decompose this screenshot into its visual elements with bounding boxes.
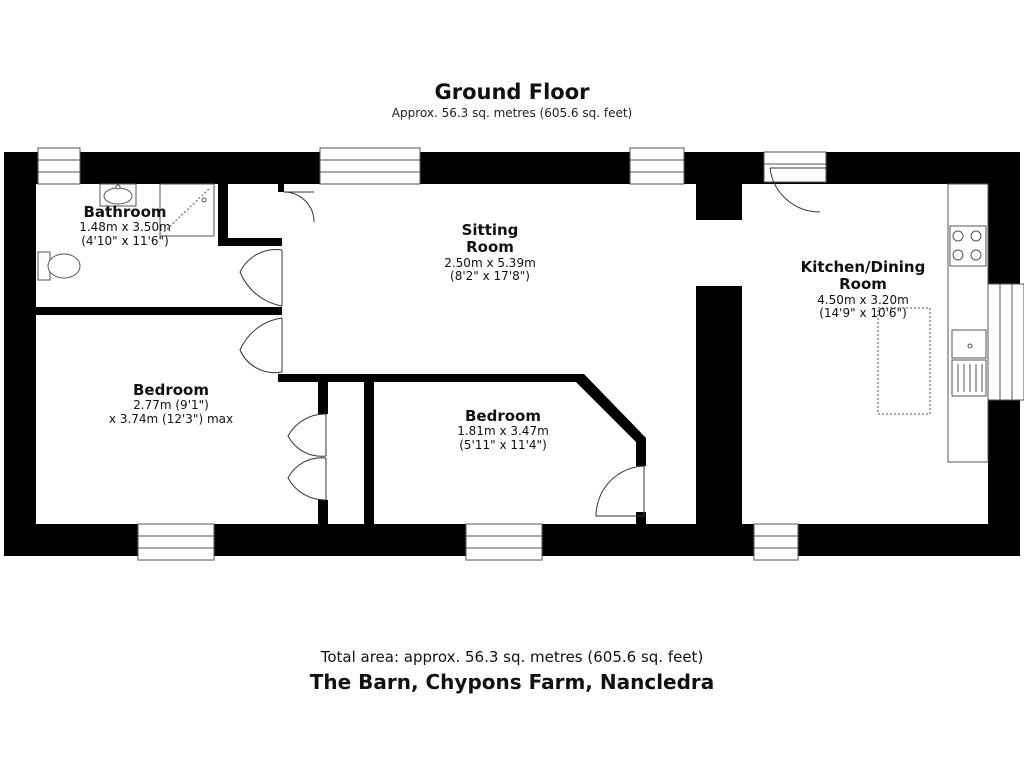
window-kitchen-bottom — [753, 523, 799, 561]
room-name-sitting-line1: Sitting — [461, 221, 519, 239]
room-label-bedroom-1: Bedroom 2.77m (9'1") x 3.74m (12'3") max — [76, 381, 266, 427]
floor-area: Approx. 56.3 sq. metres (605.6 sq. feet) — [391, 106, 633, 120]
wardrobe-wall-top — [318, 374, 328, 414]
window-bedroom2 — [465, 523, 543, 561]
wall-left — [4, 152, 36, 556]
bathroom-cupboard-wall-h — [218, 238, 282, 246]
floor-title: Ground Floor — [434, 80, 590, 104]
kitchen-sink-icon — [951, 329, 987, 397]
room-dim-bedroom-1-imperial: x 3.74m (12'3") max — [108, 412, 234, 427]
windows — [37, 147, 1024, 561]
bathroom-fixtures — [37, 183, 215, 281]
wall-kitchen-divider-lower — [696, 286, 742, 556]
toilet-icon — [37, 251, 81, 281]
room-dim-bathroom-metric: 1.48m x 3.50m — [79, 220, 171, 235]
room-label-bedroom-2: Bedroom 1.81m x 3.47m (5'11" x 11'4") — [428, 407, 578, 453]
bathroom-cupboard-wall-v — [218, 184, 228, 246]
kitchen-island — [877, 307, 931, 415]
door-cupboard — [283, 191, 315, 223]
room-label-bathroom: Bathroom 1.48m x 3.50m (4'10" x 11'6") — [60, 203, 190, 249]
bedroom2-door-jamb — [636, 512, 646, 524]
window-sitting-room-right — [629, 147, 685, 185]
window-bathroom — [37, 147, 81, 185]
door-wardrobe-lower — [287, 457, 327, 501]
property-address: The Barn, Chypons Farm, Nancledra — [309, 670, 715, 694]
hob-icon — [949, 225, 987, 267]
door-kitchen-external — [769, 167, 826, 213]
room-name-bedroom-2: Bedroom — [465, 407, 541, 425]
window-kitchen-door — [763, 151, 827, 183]
bedroom-angled-wall — [574, 374, 646, 466]
shower-icon — [159, 183, 215, 237]
room-dim-sitting-metric: 2.50m x 5.39m — [444, 255, 536, 270]
room-name-bedroom-1: Bedroom — [133, 381, 209, 399]
room-dim-bedroom-2-metric: 1.81m x 3.47m — [457, 424, 549, 439]
door-bedroom2 — [595, 465, 645, 517]
door-wardrobe-upper — [287, 413, 327, 457]
bedroom-divider — [364, 374, 374, 524]
window-kitchen-right — [987, 283, 1024, 401]
bathroom-door-jamb — [278, 184, 284, 192]
room-dim-kitchen-metric: 4.50m x 3.20m — [817, 292, 909, 307]
wall-top-right — [696, 152, 1020, 184]
kitchen-fixtures — [877, 183, 989, 463]
interior-walls — [36, 184, 646, 524]
room-name-sitting-line2: Room — [466, 238, 514, 257]
wall-kitchen-divider-upper — [696, 152, 742, 220]
door-bathroom — [239, 249, 283, 307]
bathroom-bottom-wall — [36, 307, 282, 315]
sink-icon — [99, 183, 137, 207]
room-label-sitting-room: Sitting Room 2.50m x 5.39m (8'2" x 17'8"… — [405, 221, 575, 284]
window-sitting-room — [319, 147, 421, 185]
hall-wall-h — [278, 374, 578, 382]
doors — [239, 167, 826, 517]
room-dim-bedroom-2-imperial: (5'11" x 11'4") — [459, 438, 547, 453]
room-name-kitchen-line2: Room — [839, 275, 887, 294]
room-label-kitchen: Kitchen/Dining Room 4.50m x 3.20m (14'9"… — [773, 258, 953, 321]
room-dim-bedroom-1-metric: 2.77m (9'1") — [133, 398, 209, 413]
window-bedroom1 — [137, 523, 215, 561]
room-name-bathroom: Bathroom — [83, 203, 167, 221]
room-dim-bathroom-imperial: (4'10" x 11'6") — [81, 234, 169, 249]
room-dim-kitchen-imperial: (14'9" x 10'6") — [819, 306, 907, 321]
room-dim-sitting-imperial: (8'2" x 17'8") — [450, 269, 530, 284]
door-bedroom1 — [239, 317, 283, 374]
room-name-kitchen-line1: Kitchen/Dining — [800, 258, 926, 276]
total-area: Total area: approx. 56.3 sq. metres (605… — [320, 648, 704, 666]
wardrobe-wall-bottom — [318, 500, 328, 524]
